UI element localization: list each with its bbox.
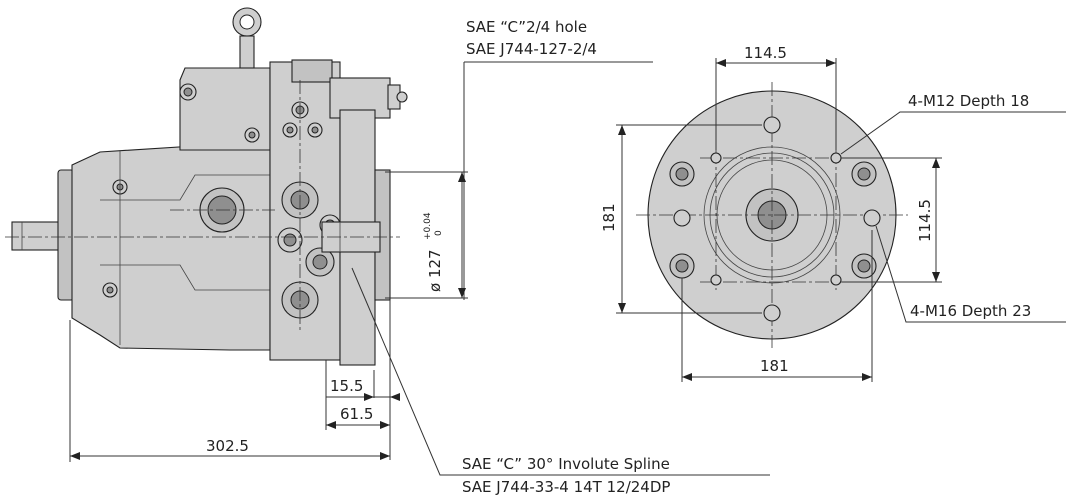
pilot-tol-upper: +0.04 <box>423 212 433 240</box>
dim-flange-right-height: 114.5 <box>916 199 934 242</box>
callout-flange-hole-line1: SAE “C”2/4 hole <box>466 18 587 36</box>
callout-m12: 4-M12 Depth 18 <box>908 92 1029 110</box>
pilot-diameter-label: ø 127 <box>426 249 444 292</box>
dim-flange-left-height: 181 <box>600 203 618 232</box>
m16-holes <box>669 161 877 279</box>
callout-spline-line1: SAE “C” 30° Involute Spline <box>462 455 670 473</box>
flange-dimensions: 114.5 181 181 114.5 4-M12 Depth 18 4-M16… <box>600 44 1066 382</box>
dim-overall-length: 302.5 <box>206 437 249 455</box>
pump-housing <box>71 144 271 351</box>
dim-flange-bottom-width: 181 <box>760 357 789 375</box>
pilot-tol-lower: 0 <box>434 230 444 236</box>
callout-flange-hole-line2: SAE J744-127-2/4 <box>466 40 597 58</box>
pump-shaft <box>11 221 61 251</box>
dim-flange-top-width: 114.5 <box>744 44 787 62</box>
dim-15-5: 15.5 <box>330 377 363 395</box>
side-dimensions: SAE “C”2/4 hole SAE J744-127-2/4 ø 127 +… <box>69 18 770 496</box>
callout-m16: 4-M16 Depth 23 <box>910 302 1031 320</box>
flange-end-view <box>636 82 908 348</box>
callout-spline-line2: SAE J744-33-4 14T 12/24DP <box>462 478 670 496</box>
dim-61-5: 61.5 <box>340 405 373 423</box>
m12-holes <box>710 152 842 286</box>
pump-side-view <box>5 7 408 366</box>
